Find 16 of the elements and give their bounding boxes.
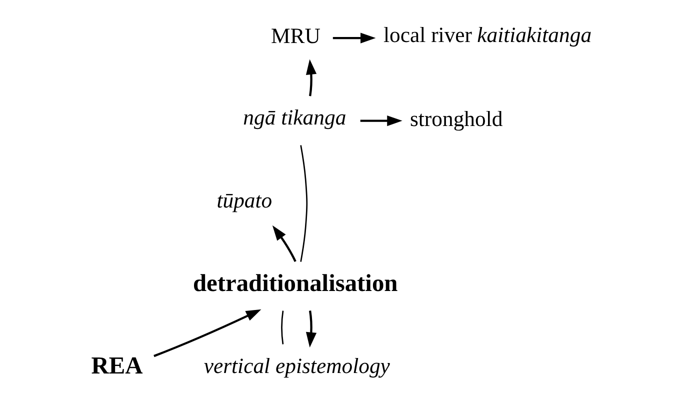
node-text: vertical epistemology	[204, 354, 390, 378]
connector	[281, 310, 284, 344]
arrow	[272, 225, 296, 262]
node-text: detraditionalisation	[192, 270, 398, 297]
node-text: stronghold	[410, 106, 503, 131]
arrow	[154, 309, 262, 358]
arrow	[306, 310, 317, 348]
node-text: ngā tikanga	[243, 106, 346, 130]
node-text: tūpato	[216, 188, 272, 212]
node-text: REA	[91, 352, 143, 380]
arrow	[332, 32, 376, 44]
node-text: MRU	[270, 24, 320, 48]
connector	[300, 145, 308, 262]
arrow	[306, 59, 317, 96]
arrow	[360, 115, 402, 126]
node-text: local river kaitiakitanga	[384, 22, 592, 47]
